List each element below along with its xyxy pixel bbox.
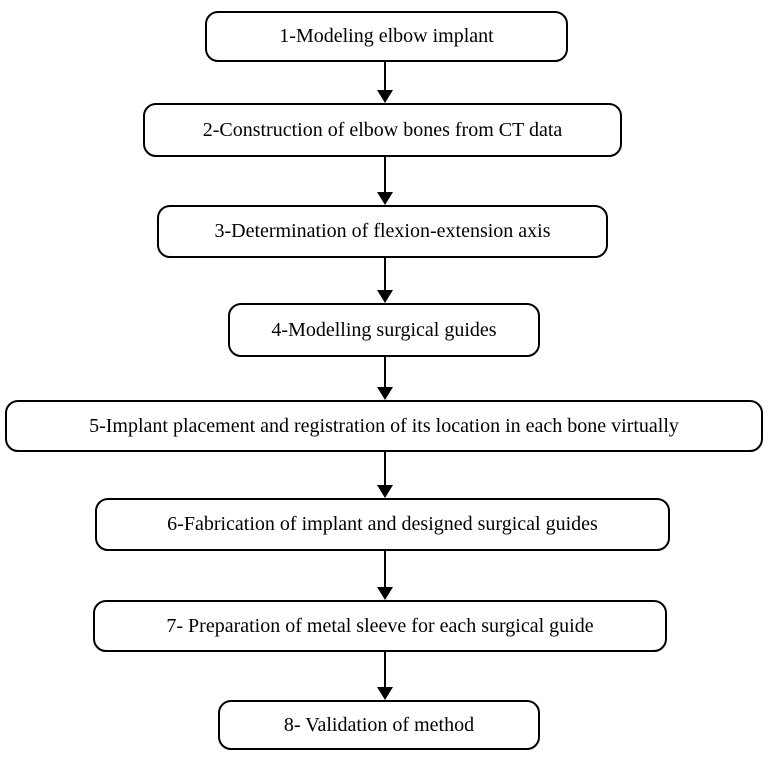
- flow-step-8-label: 8- Validation of method: [283, 713, 475, 736]
- arrow-down-connector-6: [377, 551, 393, 600]
- flow-step-1: 1-Modeling elbow implant: [205, 11, 568, 62]
- arrow-down-connector-5: [377, 452, 393, 498]
- flow-step-5: 5-Implant placement and registration of …: [5, 400, 763, 452]
- flow-step-4-label: 4-Modelling surgical guides: [271, 318, 497, 341]
- flow-step-6-label: 6-Fabrication of implant and designed su…: [167, 513, 598, 535]
- flow-step-6: 6-Fabrication of implant and designed su…: [95, 498, 670, 551]
- arrow-down-connector-3: [377, 258, 393, 303]
- arrow-down-connector-4: [377, 357, 393, 400]
- arrow-down-connector-1: [377, 62, 393, 103]
- arrow-down-connector-7: [377, 652, 393, 700]
- flow-step-3-label: 3-Determination of flexion-extension axi…: [214, 220, 551, 242]
- flow-step-2-label: 2-Construction of elbow bones from CT da…: [202, 118, 563, 141]
- flow-step-1-label: 1-Modeling elbow implant: [279, 25, 494, 47]
- flow-step-7: 7- Preparation of metal sleeve for each …: [93, 600, 667, 652]
- flow-step-7-label: 7- Preparation of metal sleeve for each …: [166, 614, 594, 637]
- flow-step-4: 4-Modelling surgical guides: [228, 303, 540, 357]
- flow-step-3: 3-Determination of flexion-extension axi…: [157, 205, 608, 258]
- flow-step-8: 8- Validation of method: [218, 700, 540, 750]
- arrow-down-connector-2: [377, 157, 393, 205]
- flow-step-5-label: 5-Implant placement and registration of …: [89, 414, 679, 437]
- flow-step-2: 2-Construction of elbow bones from CT da…: [143, 103, 622, 157]
